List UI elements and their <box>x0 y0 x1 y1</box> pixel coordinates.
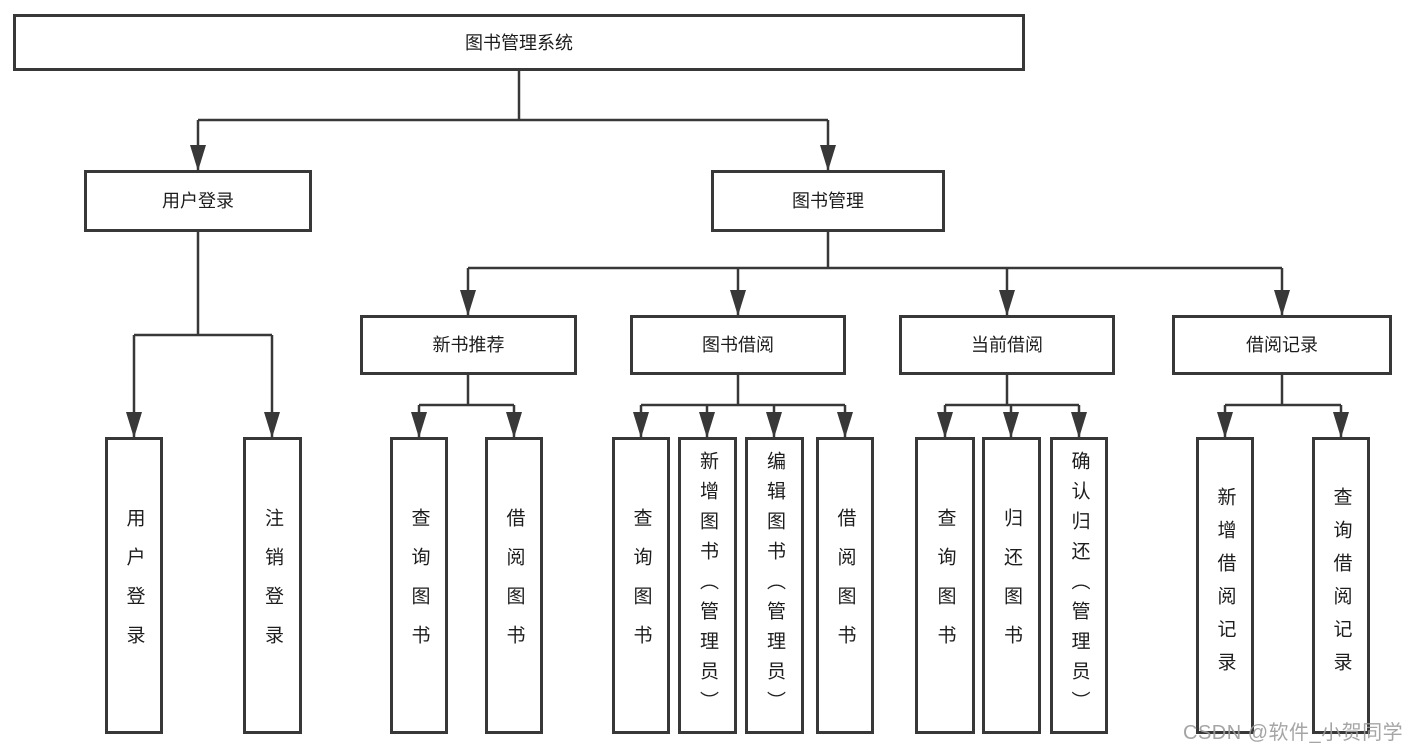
leaf-label: 借阅图书 <box>834 507 856 664</box>
leaf-borrow-query-books: 查询图书 <box>612 437 670 734</box>
node-user-login: 用户登录 <box>84 170 312 232</box>
leaf-borrow-add-books-admin: 新增图书（管理员） <box>678 437 737 734</box>
leaf-label: 新增图书（管理员） <box>697 450 718 721</box>
leaf-label: 编辑图书（管理员） <box>764 450 785 721</box>
leaf-records-add-record: 新增借阅记录 <box>1196 437 1254 734</box>
node-label: 图书管理系统 <box>465 32 573 53</box>
node-book-management: 图书管理 <box>711 170 945 232</box>
node-current-borrowing: 当前借阅 <box>899 315 1115 375</box>
leaf-current-return-books: 归还图书 <box>982 437 1041 734</box>
leaf-current-query-books: 查询图书 <box>915 437 975 734</box>
node-label: 新书推荐 <box>432 335 505 355</box>
leaf-label: 注销登录 <box>262 507 283 664</box>
leaf-label: 借阅图书 <box>503 507 525 664</box>
leaf-recommend-borrow-books: 借阅图书 <box>485 437 543 734</box>
leaf-borrow-borrow-books: 借阅图书 <box>816 437 874 734</box>
leaf-recommend-query-books: 查询图书 <box>390 437 448 734</box>
node-label: 图书借阅 <box>702 335 774 355</box>
leaf-label: 查询图书 <box>408 507 430 664</box>
node-new-book-recommendation: 新书推荐 <box>360 315 577 375</box>
leaf-label: 查询图书 <box>630 507 652 664</box>
leaf-label: 用户登录 <box>123 507 145 664</box>
node-library-management-system: 图书管理系统 <box>13 14 1025 71</box>
leaf-label: 新增借阅记录 <box>1214 486 1236 685</box>
node-label: 用户登录 <box>162 191 234 211</box>
leaf-label: 确认归还（管理员） <box>1068 450 1090 721</box>
leaf-logout: 注销登录 <box>243 437 302 734</box>
node-borrowing-records: 借阅记录 <box>1172 315 1392 375</box>
leaf-label: 归还图书 <box>1001 507 1022 664</box>
leaf-label: 查询借阅记录 <box>1330 486 1352 685</box>
node-label: 图书管理 <box>792 191 864 211</box>
leaf-borrow-edit-books-admin: 编辑图书（管理员） <box>745 437 804 734</box>
leaf-current-confirm-return-admin: 确认归还（管理员） <box>1050 437 1108 734</box>
node-book-borrowing: 图书借阅 <box>630 315 846 375</box>
leaf-label: 查询图书 <box>934 507 956 664</box>
node-label: 借阅记录 <box>1246 335 1318 355</box>
watermark: CSDN @软件_小贺同学 <box>1183 722 1404 744</box>
leaf-records-query-record: 查询借阅记录 <box>1312 437 1370 734</box>
node-label: 当前借阅 <box>971 335 1043 355</box>
leaf-user-login: 用户登录 <box>105 437 163 734</box>
